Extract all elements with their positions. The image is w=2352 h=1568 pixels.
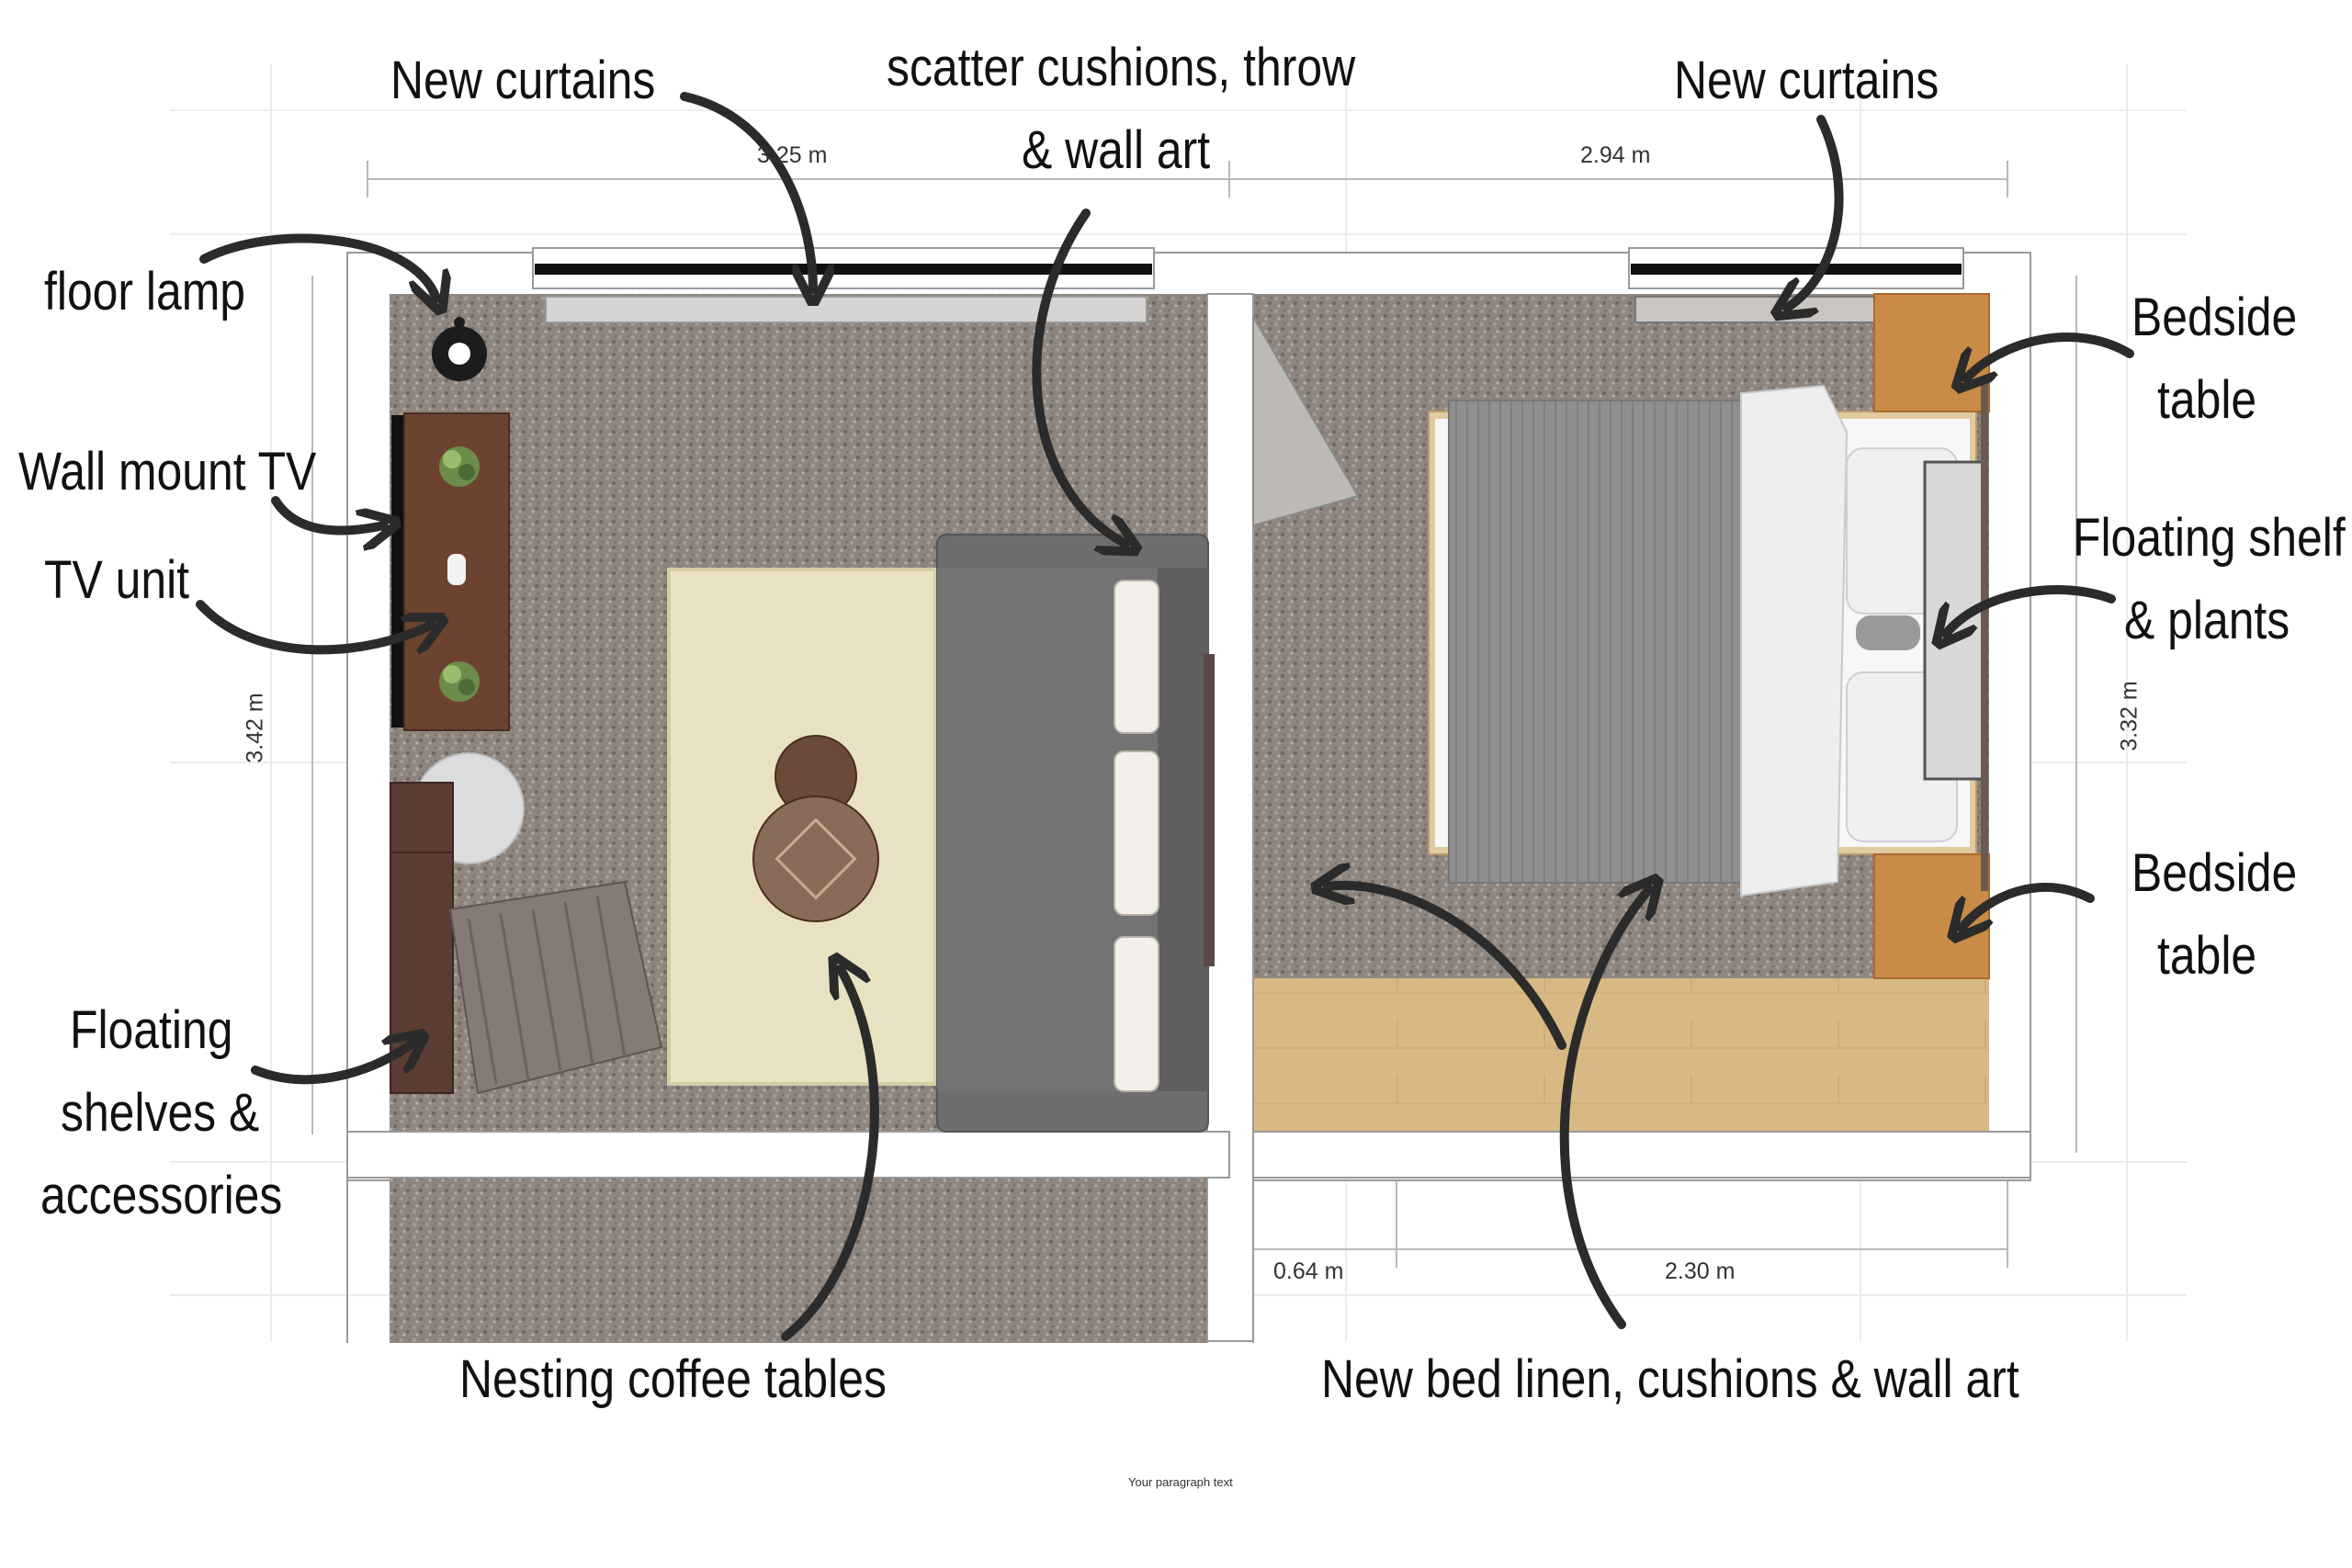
arrow-icon <box>1787 115 1844 308</box>
label-new-curtains-right: New curtains <box>1674 51 1939 110</box>
arrow-icon <box>1032 209 1125 544</box>
armchair-ribs <box>467 895 627 1085</box>
label-scatter-line2: & wall art <box>1022 120 1211 180</box>
arrow-icon <box>1962 882 2095 928</box>
wall-mount-tv <box>391 415 404 728</box>
dim-wardrobe-width: 2.30 m <box>1665 1258 1736 1284</box>
arrow-icon <box>1559 889 1649 1329</box>
label-new-curtains-left: New curtains <box>390 51 656 110</box>
dim-living-width: 3.25 m <box>757 142 828 168</box>
label-floating-shelf-line2: & plants <box>2124 591 2290 650</box>
bottom-wall-right <box>1252 1131 2031 1179</box>
label-floor-lamp: floor lamp <box>44 262 246 321</box>
dim-door-width: 0.64 m <box>1273 1258 1344 1284</box>
wall-art-bedroom <box>1981 381 1988 891</box>
bottom-wall-left <box>346 1131 1230 1179</box>
scatter-cushions <box>1114 580 1159 1092</box>
label-wall-mount-tv: Wall mount TV <box>18 442 317 502</box>
plant-icon <box>439 446 480 487</box>
label-tv-unit: TV unit <box>44 550 190 610</box>
floor-lamp-icon <box>432 317 487 381</box>
arrow-icon <box>1946 585 2116 634</box>
annotation-arrows <box>196 92 2134 1341</box>
label-floating-shelves-line1: Floating <box>70 1000 233 1060</box>
label-floating-shelves-line2: shelves & <box>61 1083 260 1143</box>
label-bedside-bottom-line2: table <box>2157 926 2257 986</box>
arrow-icon <box>196 600 432 655</box>
label-floating-shelf-line1: Floating shelf <box>2073 508 2346 568</box>
wall-art-living <box>1204 654 1215 966</box>
label-bed-linen: New bed linen, cushions & wall art <box>1321 1349 2019 1409</box>
arrow-icon <box>781 969 879 1341</box>
dim-bedroom-height: 3.32 m <box>2116 681 2143 751</box>
label-bedside-top-line2: table <box>2157 370 2257 430</box>
plant-icon <box>439 661 480 702</box>
sofa-back <box>1158 568 1208 1091</box>
wardrobe-floor <box>1254 978 1989 1132</box>
arrow-icon <box>680 92 813 289</box>
hallway-carpet <box>390 1178 1207 1343</box>
arrow-icon <box>1328 886 1566 1050</box>
dim-living-height: 3.42 m <box>242 693 268 763</box>
arrow-icon <box>271 496 384 531</box>
arrow-icon <box>199 233 436 299</box>
placeholder-paragraph: Your paragraph text <box>1128 1475 1233 1489</box>
door-swing <box>1252 313 1360 527</box>
bed-throw <box>1448 400 1748 884</box>
label-scatter-line1: scatter cushions, throw <box>887 38 1356 97</box>
bedside-table-top <box>1873 293 1990 412</box>
label-bedside-bottom-line1: Bedside <box>2132 843 2298 903</box>
label-nesting-tables: Nesting coffee tables <box>459 1349 887 1409</box>
arrow-icon <box>1966 333 2134 378</box>
dim-bedroom-width: 2.94 m <box>1580 142 1651 168</box>
folded-duvet <box>1740 384 1849 897</box>
bed-cushion <box>1856 615 1920 650</box>
label-bedside-top-line1: Bedside <box>2132 288 2298 347</box>
coffee-table-large <box>752 795 879 922</box>
tv-unit-ornament <box>447 554 466 585</box>
arrow-icon <box>251 1043 413 1085</box>
label-floating-shelves-line3: accessories <box>40 1166 283 1225</box>
